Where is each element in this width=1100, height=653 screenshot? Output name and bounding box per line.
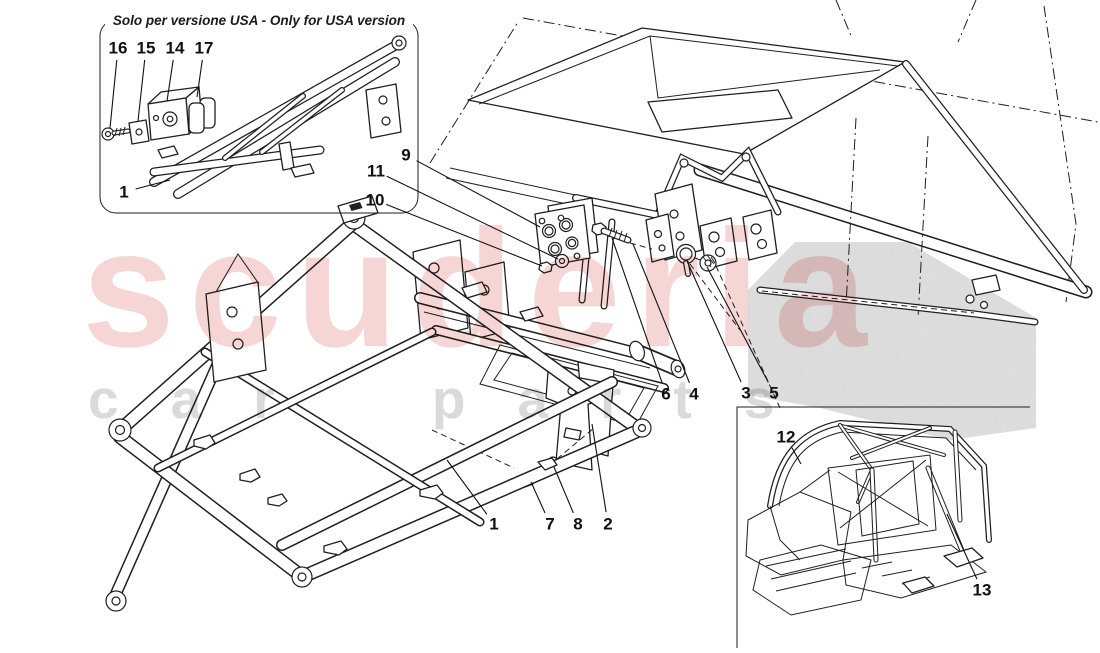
leader-line-7 <box>530 481 546 514</box>
leader-line-4 <box>632 243 690 384</box>
watermark-sub: car parts <box>88 368 827 430</box>
leader-line-11 <box>386 175 559 260</box>
leader-line-9 <box>416 160 541 228</box>
usa-inset-art <box>99 19 419 214</box>
usa-inset-title-text: Solo per versione USA - Only for USA ver… <box>104 13 414 28</box>
rear-subframe-art <box>105 195 652 612</box>
watermark-brand: scuderia <box>82 196 881 382</box>
leader-line-8 <box>553 466 574 514</box>
leader-line-16 <box>109 59 118 129</box>
bulkhead-towers-art <box>654 146 782 270</box>
leader-line-10 <box>385 203 543 267</box>
leader-line-3 <box>686 260 742 383</box>
leader-line-13 <box>946 513 978 580</box>
leader-line-12 <box>791 447 802 465</box>
leader-line-5 <box>706 266 769 383</box>
leader-line-15 <box>137 59 146 122</box>
leader-line-2 <box>591 423 607 513</box>
cage-inset-art <box>736 406 1030 648</box>
leader-line-1 <box>135 179 171 190</box>
leader-line-17 <box>196 59 203 98</box>
leader-line-14 <box>166 59 174 102</box>
leader-line-6 <box>611 237 663 383</box>
mount-plate-assembly-art <box>534 197 781 409</box>
usa-inset-title: Solo per versione USA - Only for USA ver… <box>100 12 418 30</box>
cage-inset-border <box>736 406 1030 648</box>
leader-line-1 <box>446 459 488 515</box>
